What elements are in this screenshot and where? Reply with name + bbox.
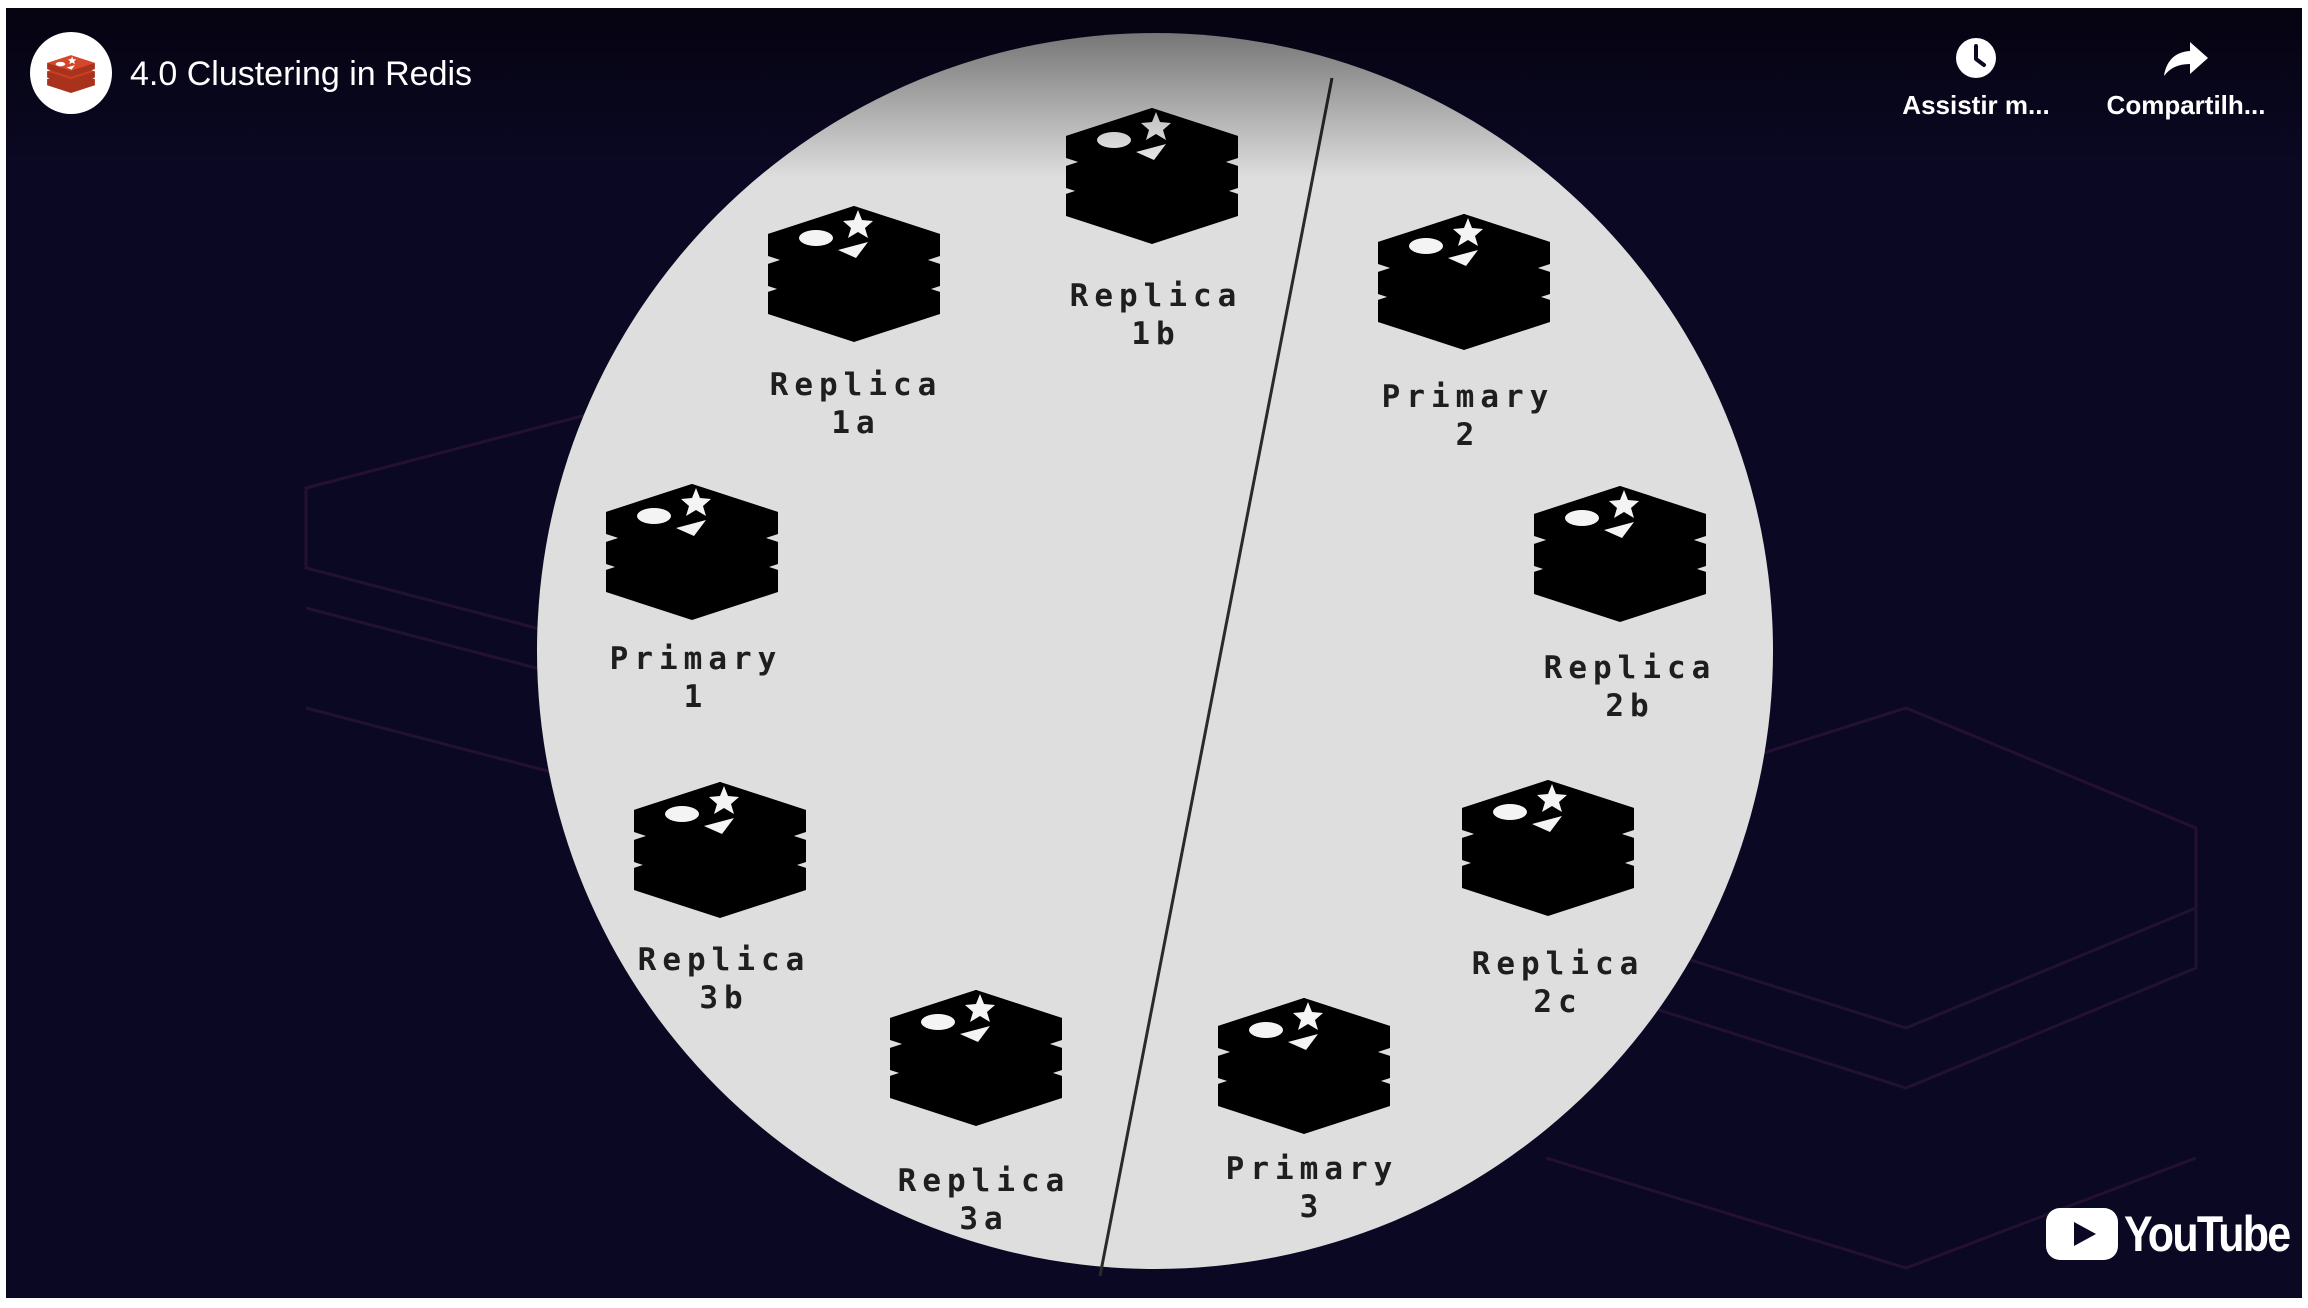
play-button-icon [2046,1208,2118,1260]
node-primary-2: Primary 2 [1378,214,1555,453]
share-button[interactable]: Compartilh... [2086,36,2286,121]
node-label-line2: 1b [1131,316,1180,352]
watch-later-label: Assistir m... [1902,90,2050,120]
partition-line [1098,77,1334,1277]
node-label-line1: Replica [1070,278,1243,314]
node-replica-2b: Replica 2b [1534,486,1717,724]
redis-logo-icon [47,55,95,93]
node-label-line2: 2b [1605,688,1654,724]
node-primary-3: Primary 3 [1218,998,1399,1225]
node-label-line1: Replica [770,367,943,403]
node-label-line2: 3 [1300,1189,1325,1225]
node-label-line2: 1a [831,405,880,441]
node-label-line1: Replica [638,942,811,978]
video-frame: .primary .sh-top { fill: #d6462b; } .pri… [304,33,2198,1277]
node-primary-1: Primary 1 [606,484,783,715]
video-player[interactable]: .primary .sh-top { fill: #d6462b; } .pri… [6,8,2302,1298]
node-label-line1: Replica [1544,650,1717,686]
video-title[interactable]: 4.0 Clustering in Redis [130,55,473,93]
node-label-line2: 2c [1533,984,1582,1020]
player-top-bar: 4.0 Clustering in Redis Assistir m... Co… [6,8,2302,178]
node-replica-1a: Replica 1a [768,206,943,441]
node-label-line1: Replica [898,1163,1071,1199]
node-replica-3a: Replica 3a [890,990,1071,1237]
youtube-logo[interactable]: YouTube [2046,1208,2302,1260]
node-label-line1: Primary [610,641,783,677]
node-replica-2c: Replica 2c [1462,780,1645,1020]
node-label-line2: 2 [1456,417,1481,453]
watch-later-button[interactable]: Assistir m... [1886,36,2066,121]
node-label-line1: Primary [1226,1151,1399,1187]
node-label-line1: Replica [1472,946,1645,982]
share-arrow-icon [2164,42,2208,76]
node-label-line2: 3a [959,1201,1008,1237]
channel-avatar[interactable] [30,32,112,114]
clock-icon [1956,38,1996,78]
node-replica-1b: Replica 1b [1066,108,1243,352]
node-label-line1: Primary [1382,379,1555,415]
node-label-line2: 3b [699,980,748,1016]
youtube-wordmark: YouTube [2124,1206,2291,1262]
node-label-line2: 1 [684,679,709,715]
share-label: Compartilh... [2106,90,2266,120]
node-replica-3b: Replica 3b [634,782,811,1016]
